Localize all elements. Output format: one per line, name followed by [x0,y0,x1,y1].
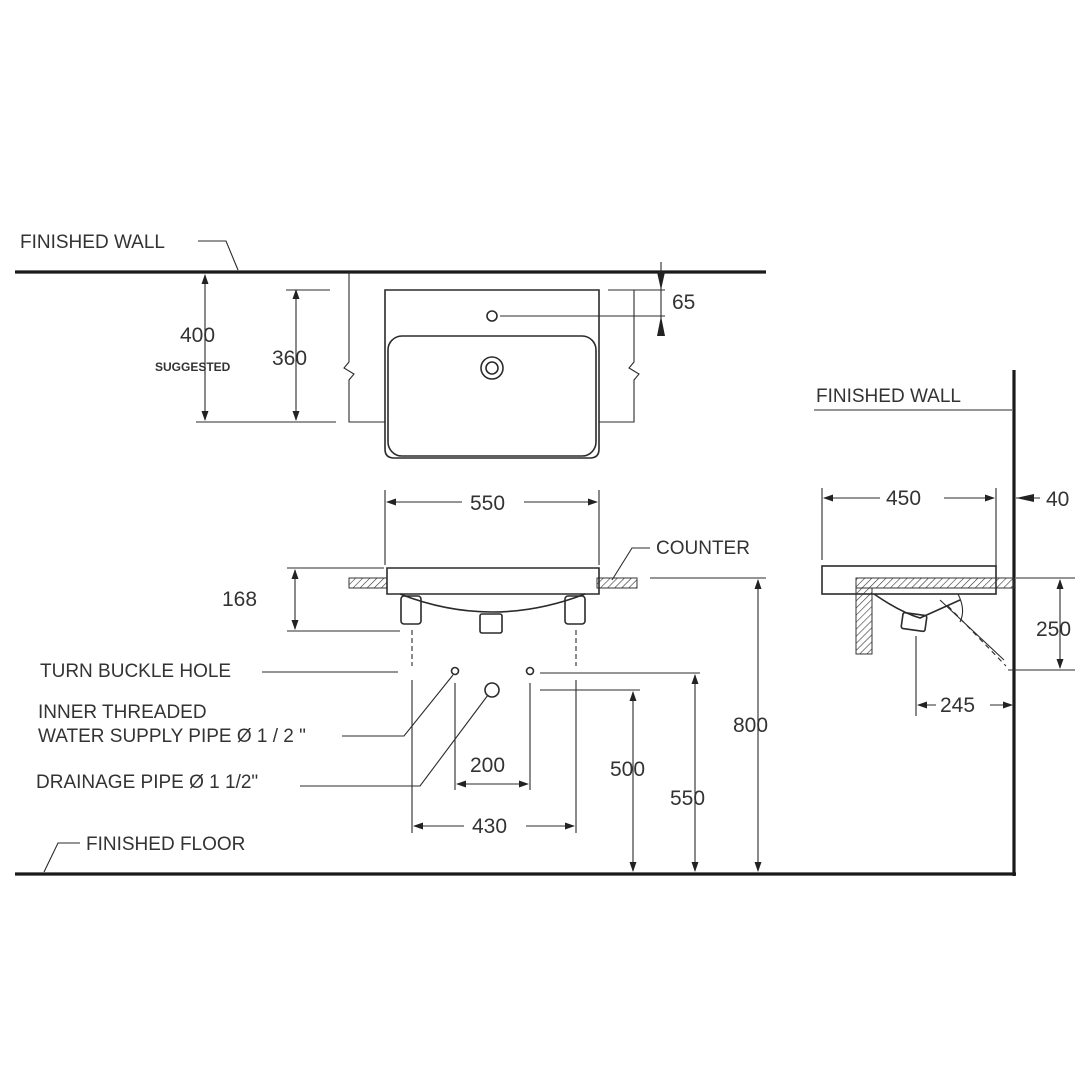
basin-front-rim [386,567,600,595]
dim-550-width: 550 [470,492,505,515]
basin-foot-left [400,595,422,625]
dim-250: 250 [1036,618,1071,641]
inner-threaded-label-2: WATER SUPPLY PIPE Ø 1 / 2 " [38,726,306,747]
supply-pipe-hole-right [525,666,535,676]
finished-wall-top-label: FINISHED WALL [20,232,165,253]
dim-200: 200 [470,754,505,777]
drainage-leader [300,694,489,787]
dim-40: 40 [1046,488,1069,511]
dim-550-height: 550 [670,787,705,810]
basin-drain-stub [479,613,503,634]
dim-800: 800 [733,714,768,737]
basin-front-bowl [399,593,586,613]
finished-wall-top-leader [198,240,239,271]
dim-168: 168 [222,588,257,611]
counter-slab-right [596,577,638,589]
dim-360: 360 [272,347,307,370]
top-view: FINISHED WALL 65 400 SUGGESTED 360 [15,232,766,459]
inner-threaded-label-1: INNER THREADED [38,702,207,723]
dim-500: 500 [610,758,645,781]
side-view: FINISHED WALL 450 40 250 245 [814,370,1075,876]
drain-inner [485,361,499,375]
suggested-label: SUGGESTED [155,360,231,374]
counter-cut-right [599,290,640,423]
counter-slab-left [348,577,388,589]
counter-side-slab [855,577,1015,589]
finished-wall-side-label: FINISHED WALL [816,386,961,407]
basin-foot-right [564,595,586,625]
tap-hole [486,310,498,322]
counter-leader [611,547,650,581]
basin-side-body [873,593,961,619]
counter-label: COUNTER [656,538,750,559]
basin-top-bowl [387,335,597,457]
dim-65: 65 [672,291,695,314]
front-elevation: 550 COUNTER 168 TURN BUCKLE HOLE [15,490,1016,876]
turn-buckle-hole-label: TURN BUCKLE HOLE [40,661,231,682]
dim-430: 430 [472,815,507,838]
finished-floor-leader [43,842,80,873]
drain-outer [480,356,504,380]
counter-cut-left [343,272,385,423]
supply-pipe-hole [450,666,460,676]
basin-top-outline [384,289,600,459]
counter-side-leg [855,587,873,655]
dim-245: 245 [940,694,975,717]
dim-450: 450 [886,487,921,510]
water-supply-leader [342,674,454,737]
drainage-pipe-label: DRAINAGE PIPE Ø 1 1/2" [36,772,258,793]
finished-floor-label: FINISHED FLOOR [86,834,245,855]
basin-side-drain [900,611,928,633]
drain-pipe-hole [484,682,500,698]
dim-400: 400 [180,324,215,347]
